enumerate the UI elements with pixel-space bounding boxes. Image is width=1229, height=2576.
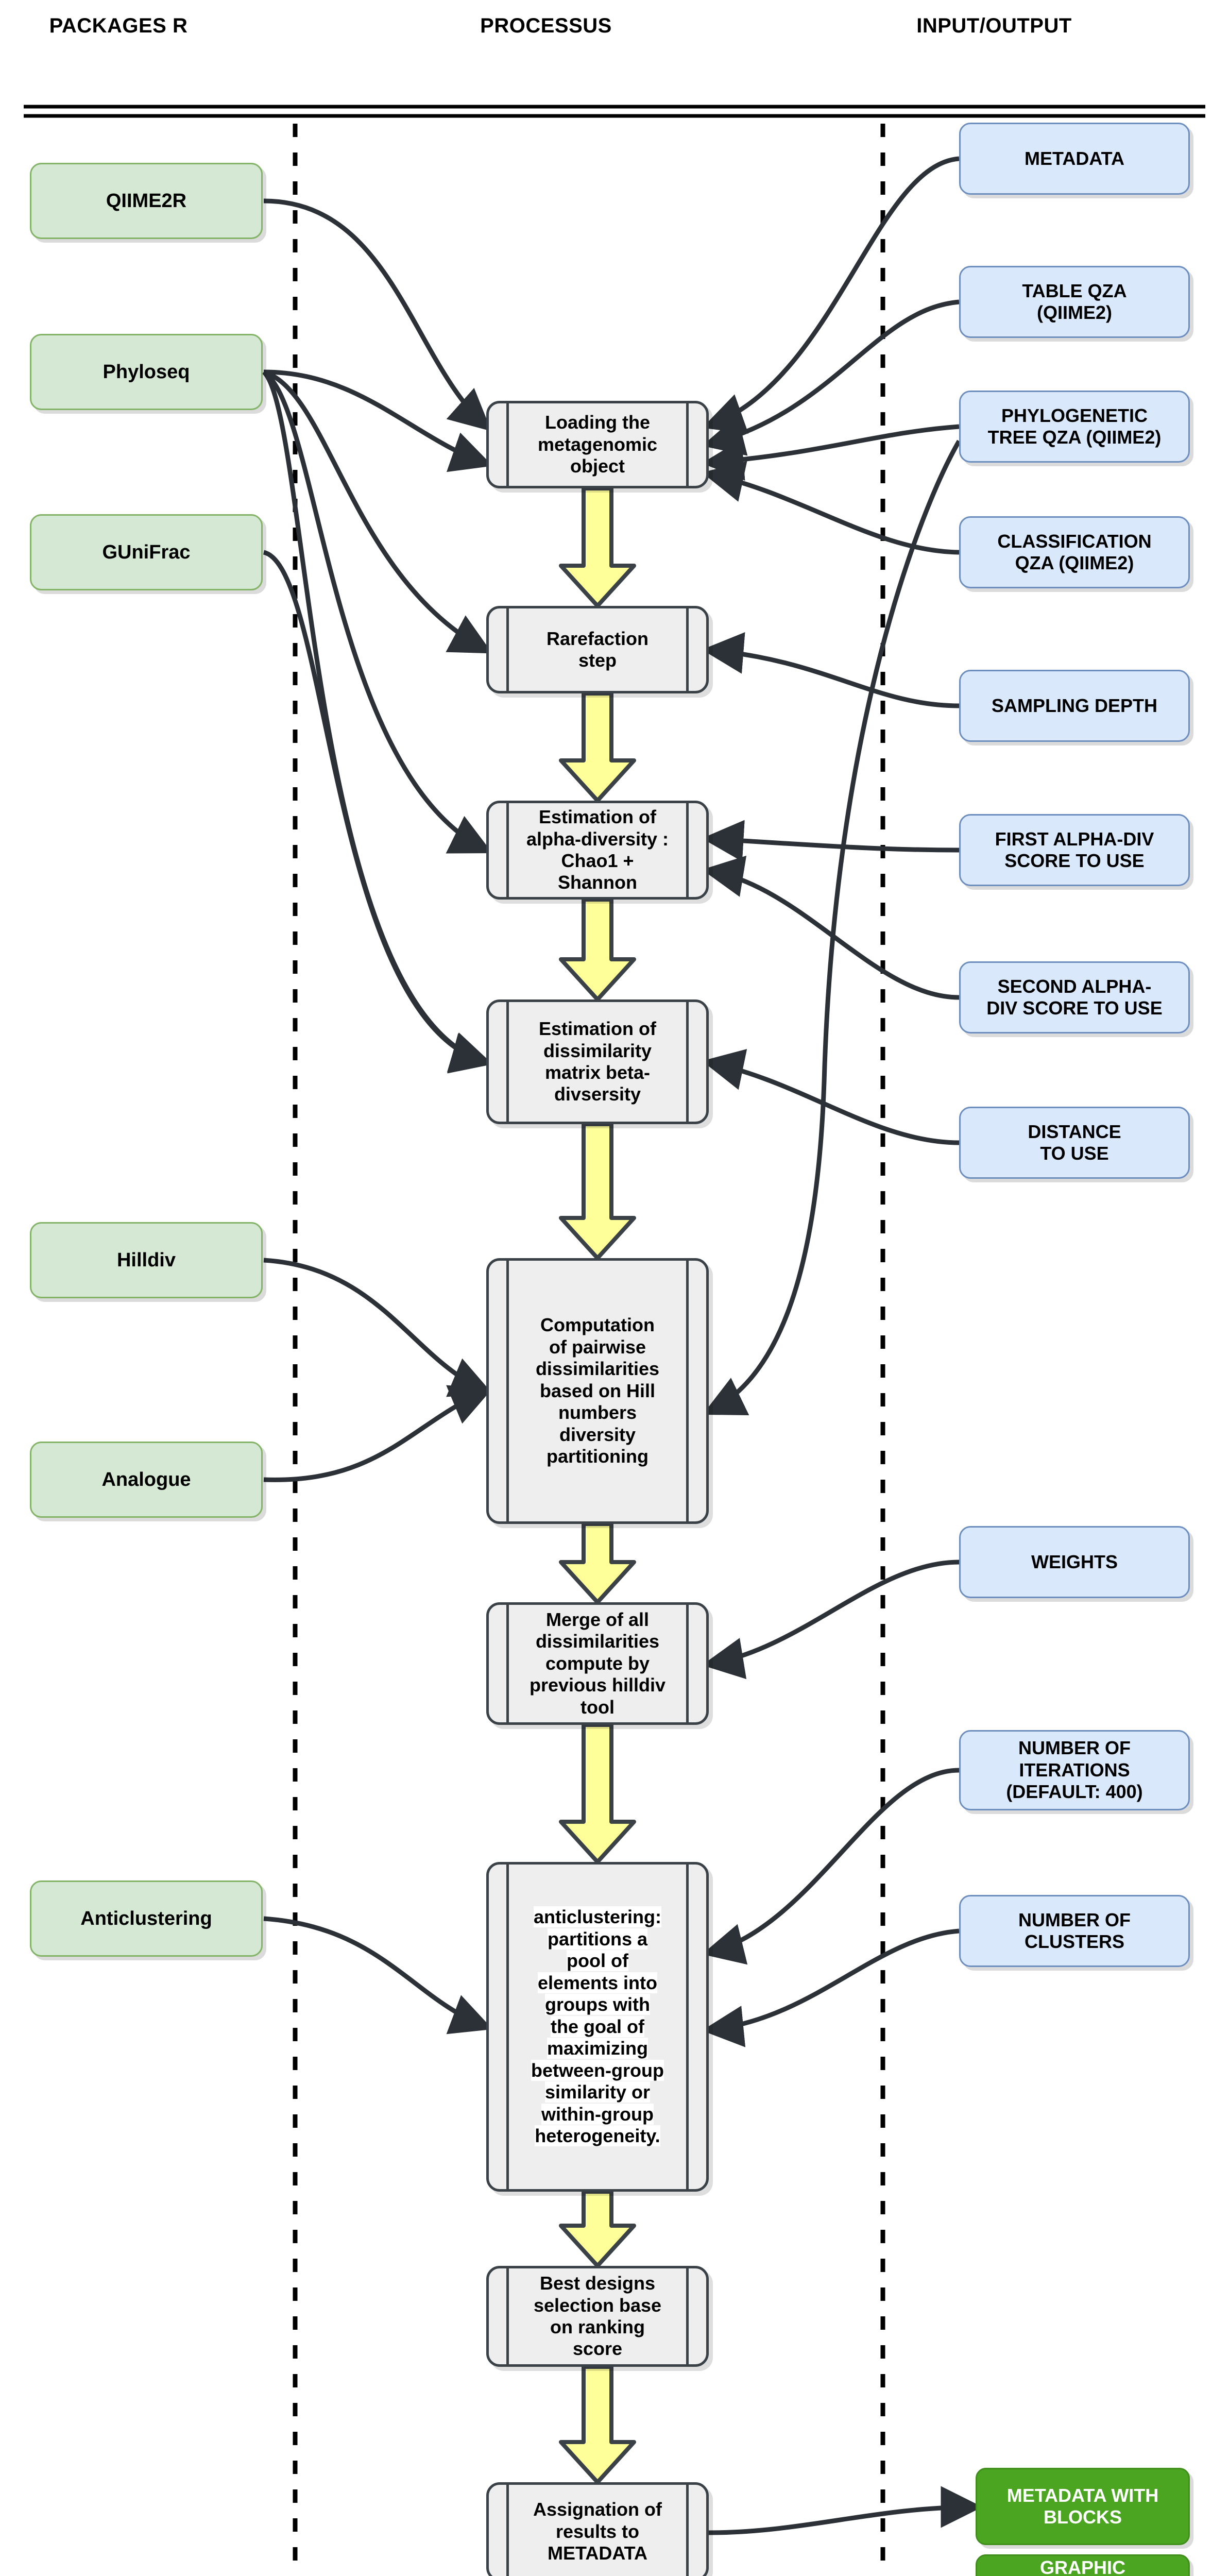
edge-phyloseq-to-loading [263,369,493,472]
input-label-number-of-iterations: NUMBER OF ITERATIONS (DEFAULT: 400) [1006,1737,1143,1803]
package-node-anticlustering[interactable]: Anticlustering [30,1880,263,1957]
edge-group-packages [262,198,493,2035]
package-label-gunifrac: GUniFrac [102,541,191,563]
input-label-first-alphadiv-score: FIRST ALPHA-DIV SCORE TO USE [995,828,1154,871]
edge-assignation-to-metadata-blocks [708,2486,983,2535]
process-label-loading: Loading the metagenomic object [537,412,658,477]
header-divider-rule [24,105,1205,118]
flow-arrow-merge-anticluster [559,1723,636,1864]
flow-arrow-anticluster-bestdesigns [559,2190,636,2268]
edge-distance-to-betadiv [702,1049,960,1145]
input-label-sampling-depth: SAMPLING DEPTH [991,694,1157,716]
edge-analogue-to-hillnumbers [263,1385,493,1482]
edge-iterations-to-anticluster [702,1768,960,1965]
edge-phyloseq-to-rarefaction [263,369,492,654]
package-label-hilldiv: Hilldiv [116,1249,176,1271]
input-label-second-alphadiv-score: SECOND ALPHA- DIV SCORE TO USE [986,975,1163,1019]
package-node-gunifrac[interactable]: GUniFrac [30,514,263,590]
edge-weights-to-merge [702,1560,960,1680]
edge-group-outputs [708,2486,983,2535]
input-node-sampling-depth[interactable]: SAMPLING DEPTH [959,670,1190,742]
package-node-analogue[interactable]: Analogue [30,1442,263,1518]
swimlane-separators [293,124,885,2576]
edge-group-inputs [702,156,961,2047]
process-label-hillnumbers: Computation of pairwise dissimilarities … [535,1314,660,1467]
input-label-metadata: METADATA [1025,147,1124,169]
flow-arrow-bestdesigns-assignation [559,2365,636,2484]
input-node-number-of-clusters[interactable]: NUMBER OF CLUSTERS [959,1895,1190,1967]
input-label-number-of-clusters: NUMBER OF CLUSTERS [1018,1909,1131,1952]
input-node-classification-qza[interactable]: CLASSIFICATION QZA (QIIME2) [959,516,1190,588]
flow-arrow-betadiv-hillnumbers [559,1122,636,1260]
package-node-phyloseq[interactable]: Phyloseq [30,334,263,410]
edge-table-qza-to-loading [702,299,960,456]
edge-sampling-depth-to-rarefaction [702,632,960,708]
package-node-qiime2r[interactable]: QIIME2R [30,163,263,239]
input-node-weights[interactable]: WEIGHTS [959,1526,1190,1598]
edge-classification-to-loading [702,461,960,555]
column-header-packages: PACKAGES R [49,14,188,37]
process-node-merge[interactable]: Merge of all dissimilarities compute by … [486,1602,709,1725]
flow-arrow-group [559,486,636,2484]
process-node-loading[interactable]: Loading the metagenomic object [486,401,709,488]
edge-hilldiv-to-hillnumbers [263,1258,493,1397]
output-label-metadata-with-blocks: METADATA WITH BLOCKS [1006,2484,1159,2528]
process-label-alphadiv: Estimation of alpha-diversity : Chao1 + … [526,806,669,893]
output-node-graphic-alphadiv-boxplot[interactable]: GRAPHIC REPRESENTATION ALPHADIV BOXPLOT [976,2554,1190,2576]
process-node-alphadiv[interactable]: Estimation of alpha-diversity : Chao1 + … [486,801,709,900]
column-header-processus: PROCESSUS [480,14,612,37]
input-node-first-alphadiv-score[interactable]: FIRST ALPHA-DIV SCORE TO USE [959,814,1190,886]
process-label-rarefaction: Rarefaction step [546,628,649,671]
edge-phylo-tree-to-loading [702,424,960,481]
edge-gunifrac-to-betadiv [263,550,493,1074]
edge-qiime2r-to-loading [263,198,492,431]
package-label-phyloseq: Phyloseq [103,361,190,383]
input-node-second-alphadiv-score[interactable]: SECOND ALPHA- DIV SCORE TO USE [959,961,1190,1033]
input-label-phylogenetic-tree-qza: PHYLOGENETIC TREE QZA (QIIME2) [987,404,1162,448]
flow-arrow-loading-rarefaction [559,486,636,608]
input-node-distance-to-use[interactable]: DISTANCE TO USE [959,1107,1190,1179]
package-label-anticlustering: Anticlustering [80,1907,212,1929]
process-node-hillnumbers[interactable]: Computation of pairwise dissimilarities … [486,1258,709,1524]
input-label-distance-to-use: DISTANCE TO USE [1028,1121,1121,1164]
edge-second-alphadiv-to-alphadiv [702,855,960,1000]
edge-clusters-to-anticluster [702,1928,960,2047]
process-node-rarefaction[interactable]: Rarefaction step [486,606,709,693]
edge-phylo-tree-to-hillnumbers [702,439,961,1415]
package-label-qiime2r: QIIME2R [106,190,187,212]
process-node-assignation[interactable]: Assignation of results to METADATA [486,2482,709,2576]
edge-anticlustering-to-anticluster [263,1916,493,2035]
output-label-graphic-alphadiv-boxplot: GRAPHIC REPRESENTATION ALPHADIV BOXPLOT [1039,2557,1125,2576]
input-node-table-qza[interactable]: TABLE QZA (QIIME2) [959,266,1190,338]
process-label-bestdesigns: Best designs selection base on ranking s… [533,2273,662,2360]
flow-arrow-alphadiv-betadiv [559,897,636,1002]
output-node-metadata-with-blocks[interactable]: METADATA WITH BLOCKS [976,2468,1190,2545]
input-label-table-qza: TABLE QZA (QIIME2) [1022,280,1127,323]
input-node-number-of-iterations[interactable]: NUMBER OF ITERATIONS (DEFAULT: 400) [959,1730,1190,1810]
input-label-classification-qza: CLASSIFICATION QZA (QIIME2) [997,530,1152,573]
flow-arrow-rarefaction-alphadiv [559,691,636,803]
edge-phyloseq-to-alphadiv [262,370,493,854]
flow-arrow-hillnumbers-merge [559,1522,636,1604]
package-label-analogue: Analogue [101,1468,191,1490]
edge-metadata-to-loading [702,156,960,434]
package-node-hilldiv[interactable]: Hilldiv [30,1222,263,1298]
process-node-bestdesigns[interactable]: Best designs selection base on ranking s… [486,2266,709,2367]
input-node-phylogenetic-tree-qza[interactable]: PHYLOGENETIC TREE QZA (QIIME2) [959,391,1190,463]
process-label-assignation: Assignation of results to METADATA [533,2499,662,2564]
edge-first-alphadiv-to-alphadiv [702,820,960,862]
input-label-weights: WEIGHTS [1031,1551,1118,1572]
column-header-inputoutput: INPUT/OUTPUT [916,14,1072,37]
process-label-merge: Merge of all dissimilarities compute by … [529,1608,666,1718]
input-node-metadata[interactable]: METADATA [959,123,1190,195]
process-label-betadiv: Estimation of dissimilarity matrix beta-… [538,1018,656,1105]
process-node-betadiv[interactable]: Estimation of dissimilarity matrix beta-… [486,999,709,1124]
